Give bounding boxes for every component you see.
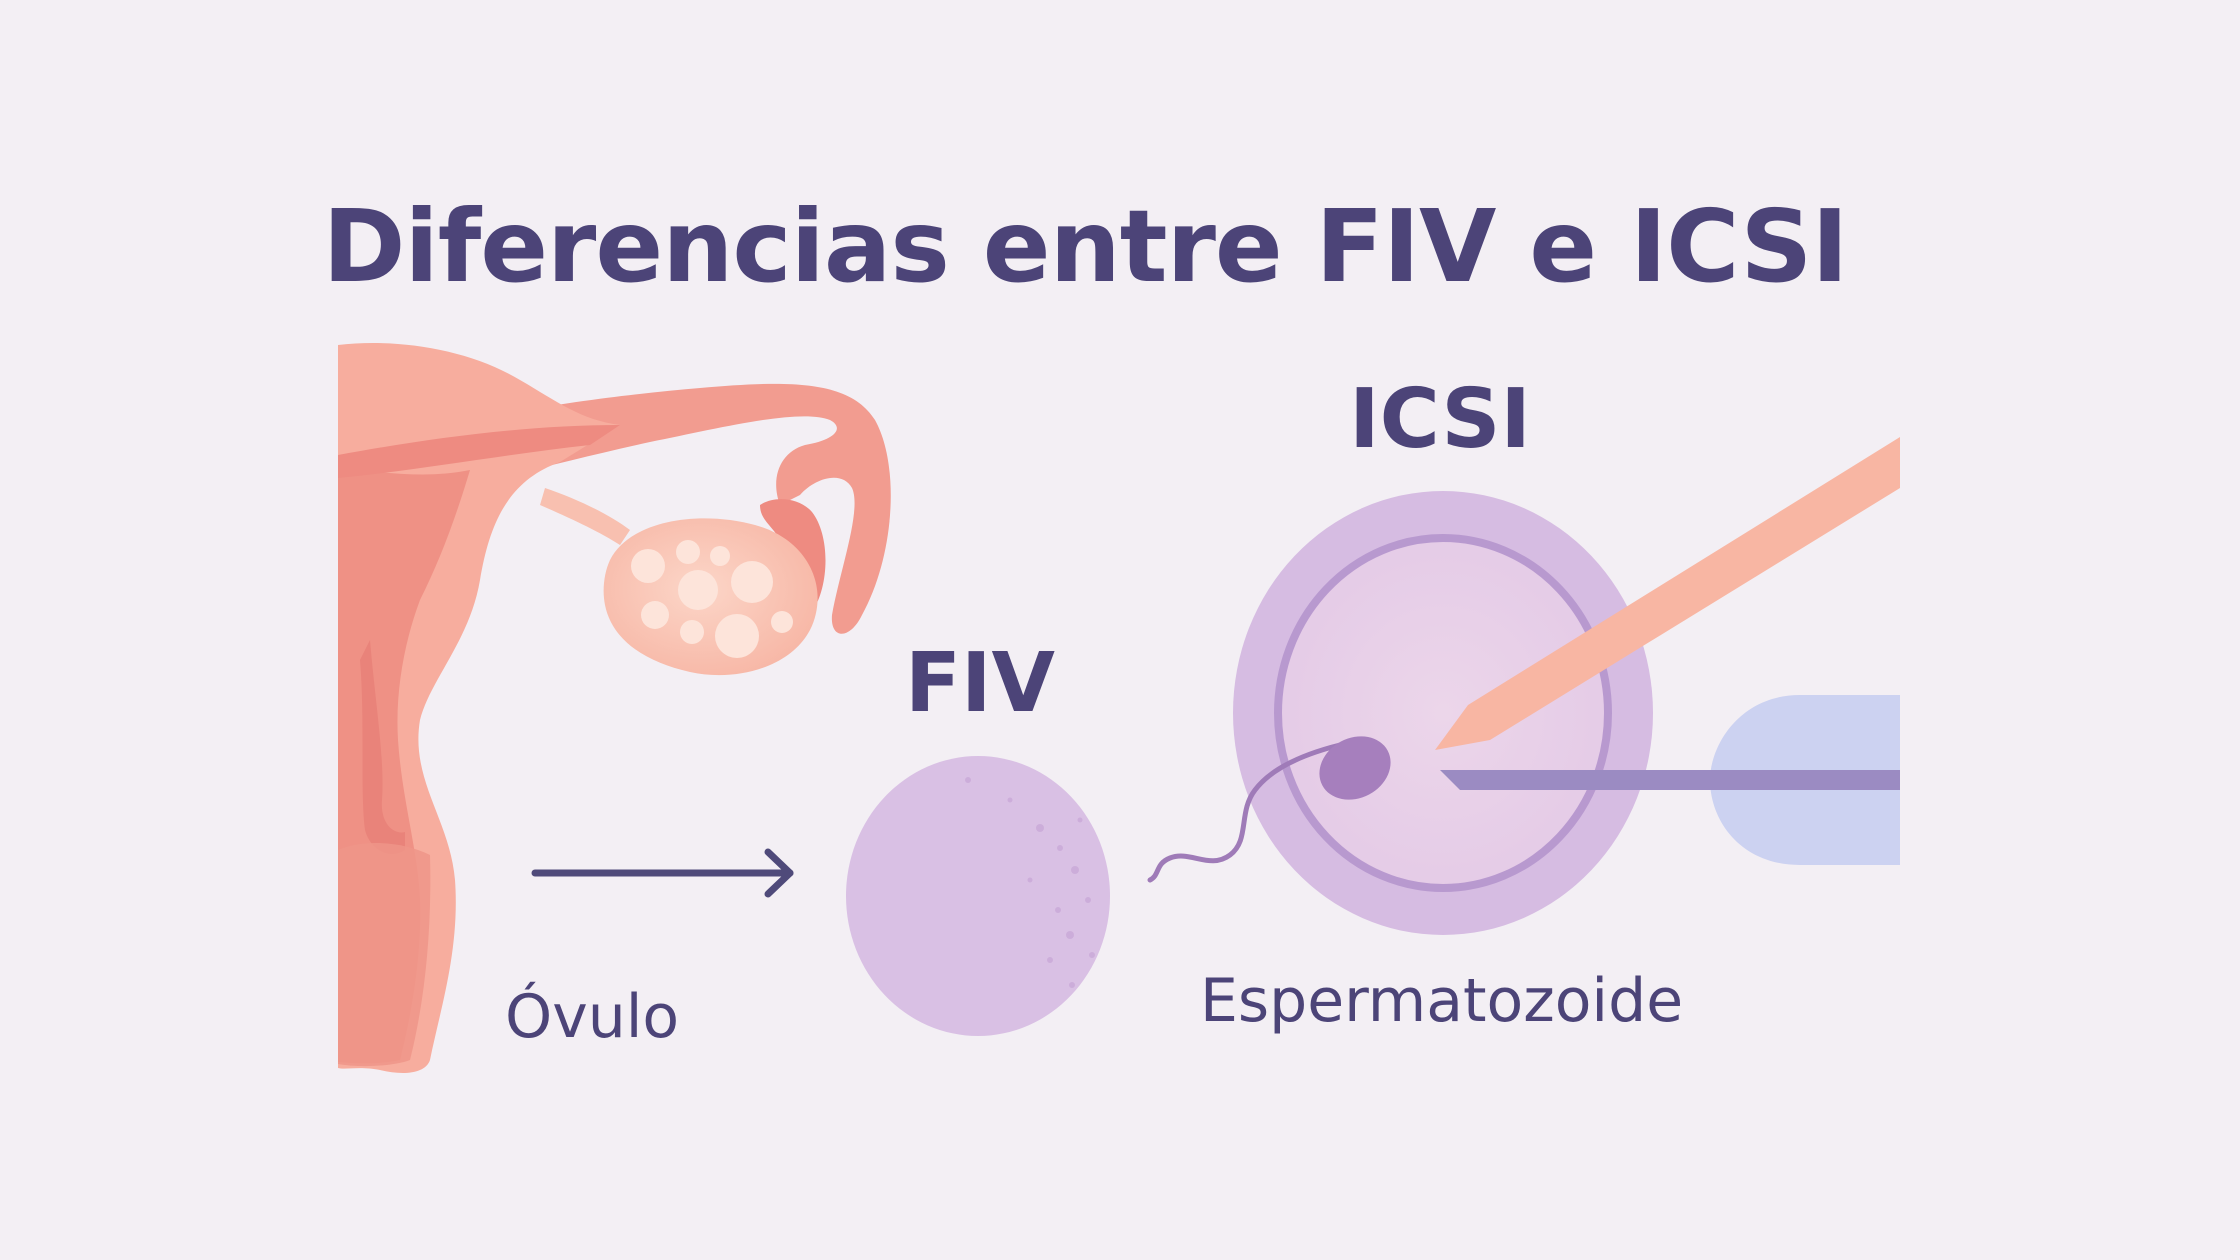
egg-icon [846,756,1110,1036]
micropipette-rod [1440,770,1900,790]
page-title: Diferencias entre FIV e ICSI [322,188,1848,305]
injection-needle-icon [1435,437,1900,750]
ovulo-label: Óvulo [505,982,680,1052]
fiv-heading: FIV [905,636,1055,731]
sperm-icon [1147,736,1391,883]
uterus-illustration [338,343,891,1073]
espermatozoide-label: Espermatozoide [1200,966,1684,1036]
arrow-icon [531,848,794,898]
cervix [360,640,405,854]
ovary-follicles [631,540,793,658]
uterine-band [338,425,620,478]
ovarian-ligament [540,488,630,545]
icsi-egg-icon [1233,491,1653,935]
icsi-heading: ICSI [1349,372,1531,467]
vaginal-canal [338,843,431,1067]
